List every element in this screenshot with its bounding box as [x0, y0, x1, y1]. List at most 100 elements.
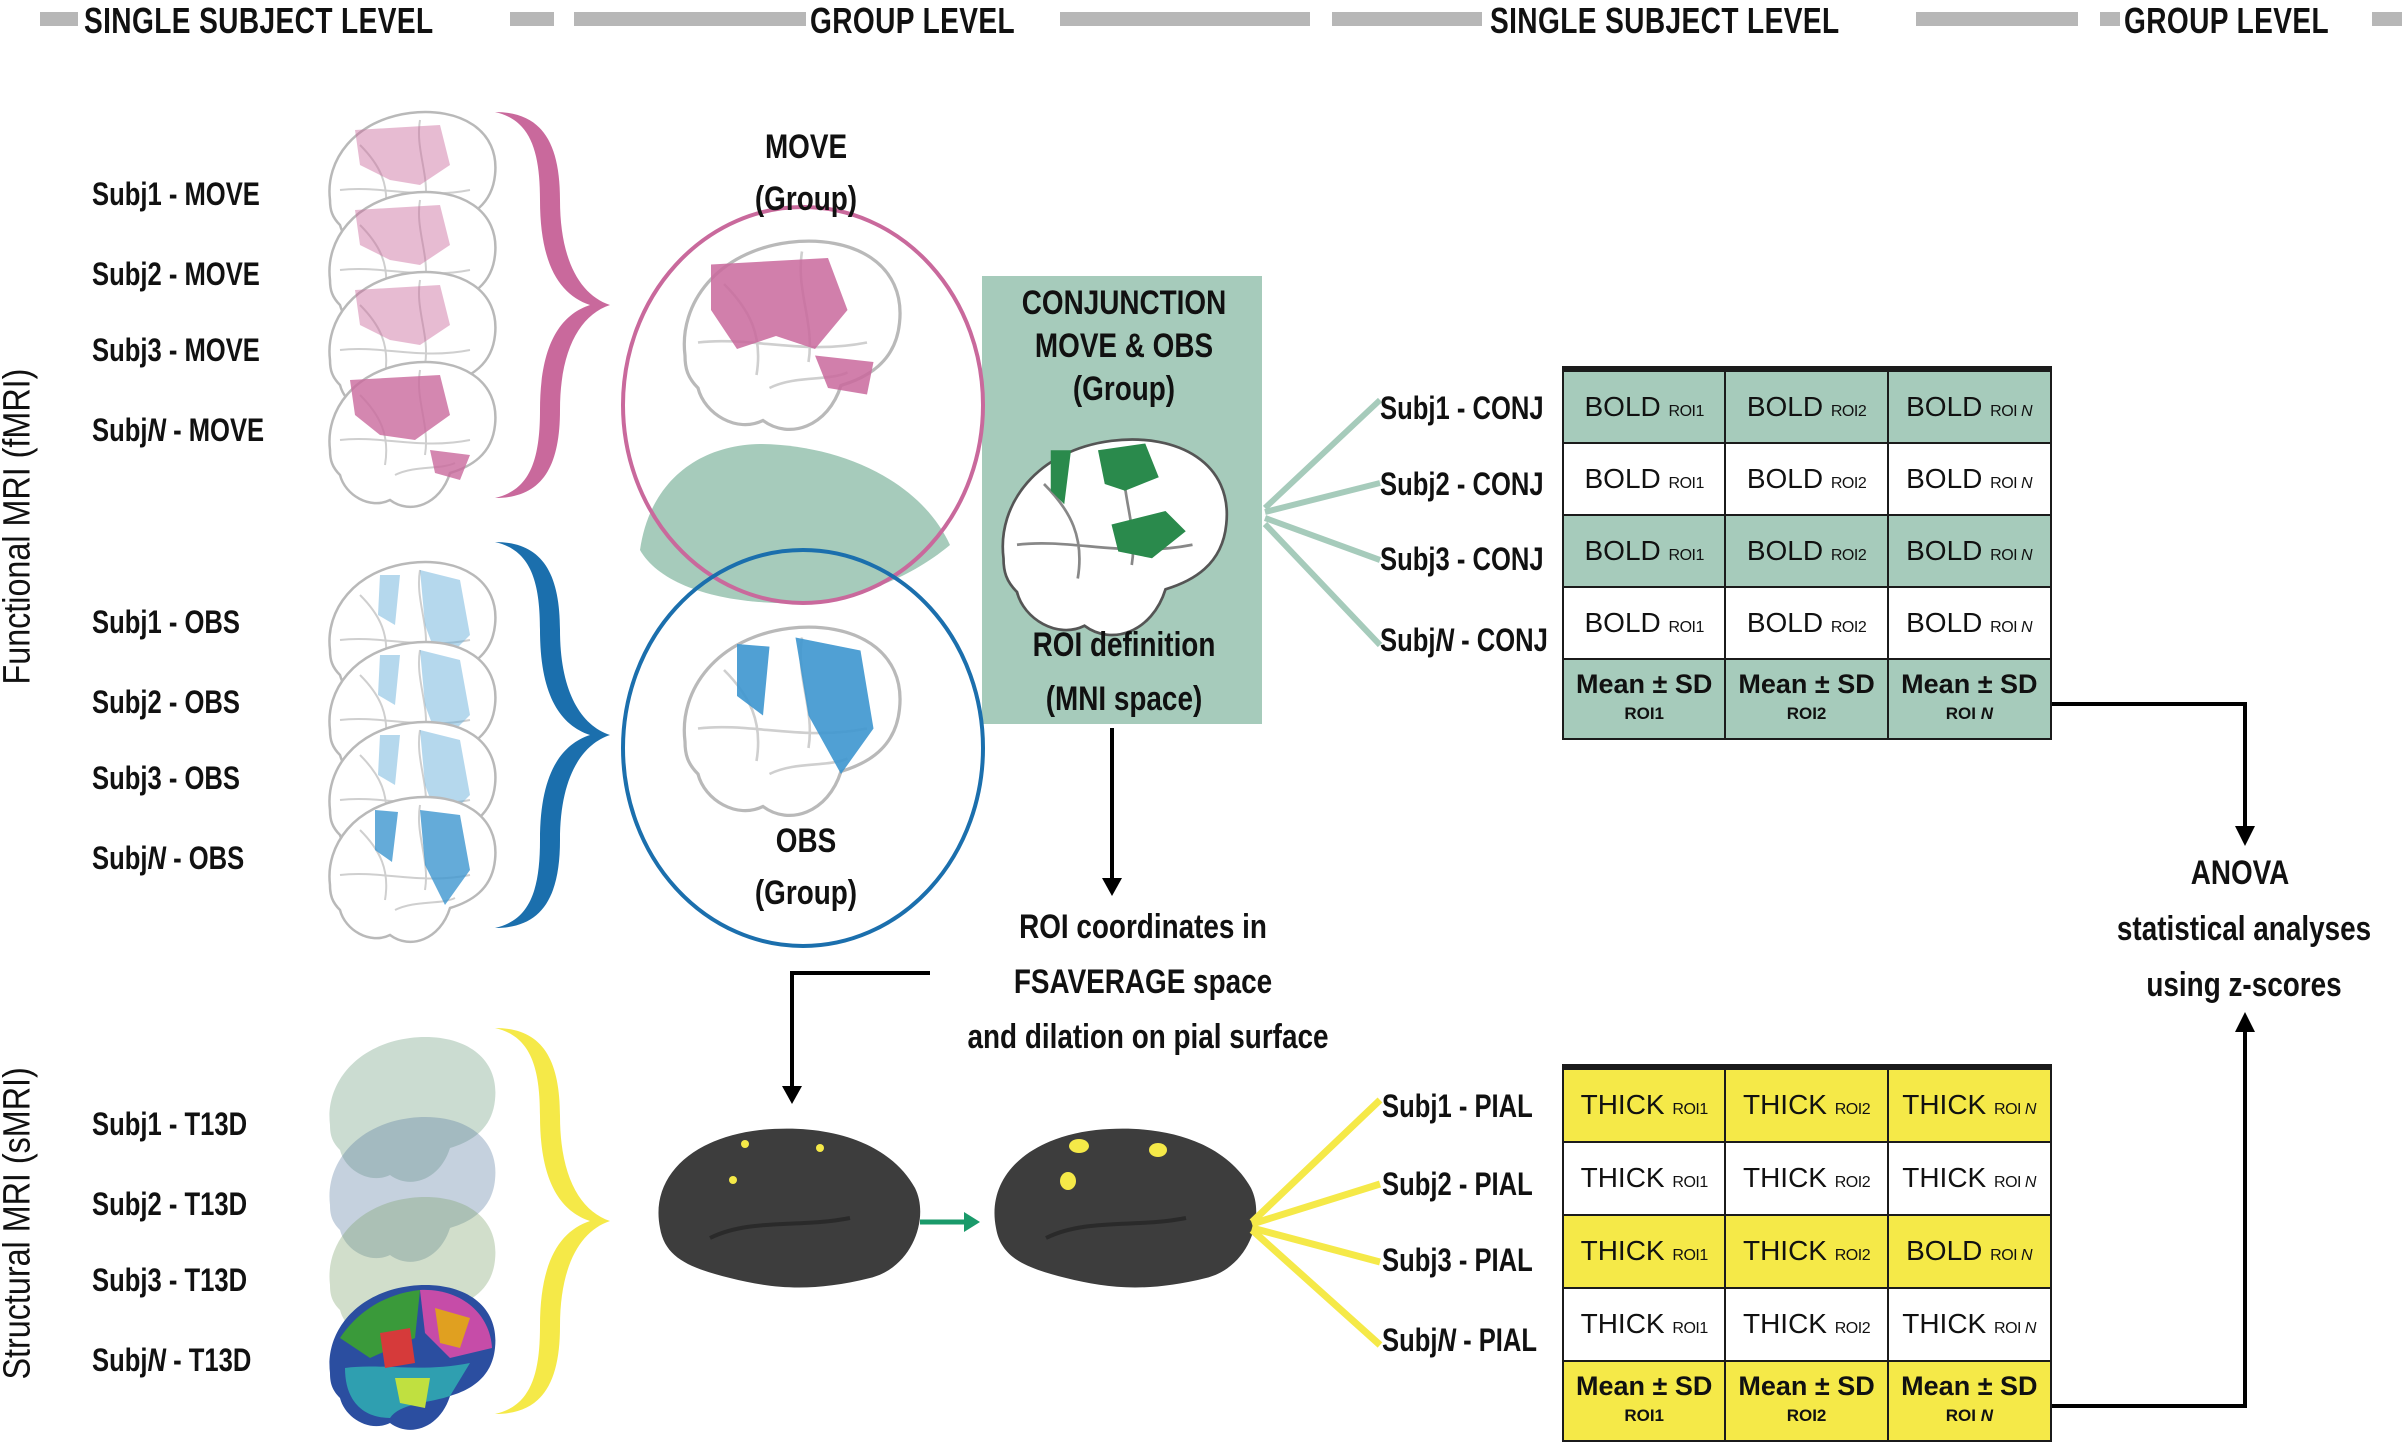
move-ellipse — [621, 205, 985, 605]
thick-cell: THICK ROI2 — [1724, 1287, 1889, 1362]
header-bar — [510, 12, 554, 26]
obs-subject-brains — [328, 560, 497, 944]
bold-cell: BOLD ROI2 — [1724, 442, 1889, 516]
group-move-subtitle: (Group) — [754, 180, 858, 218]
thick-cell: THICK ROI N — [1886, 1141, 2053, 1216]
bold-cell: BOLD ROI2 — [1724, 586, 1889, 660]
mni-space: (MNI space) — [1045, 680, 1203, 718]
conjunction-brain — [1001, 438, 1229, 637]
anova-line3: using z-scores — [2146, 966, 2342, 1004]
pial-subject-label: SubjN - PIAL — [1382, 1322, 1538, 1358]
t13d-subject-label: Subj1 - T13D — [92, 1106, 248, 1142]
t13d-subject-label: SubjN - T13D — [92, 1342, 252, 1378]
group-obs-title: OBS — [775, 822, 837, 860]
header-bar — [2100, 12, 2120, 26]
pial-subject-label: Subj3 - PIAL — [1382, 1242, 1533, 1278]
fsaverage-line3: and dilation on pial surface — [967, 1018, 1329, 1056]
header-bar — [1916, 12, 2078, 26]
conj-subject-label: Subj2 - CONJ — [1380, 466, 1544, 502]
bold-cell: BOLD ROI1 — [1561, 586, 1727, 660]
dilated-surface — [994, 1128, 1257, 1288]
obs-brace — [495, 542, 610, 928]
anova-line2: statistical analyses — [2116, 910, 2372, 948]
header-group-level-1: GROUP LEVEL — [810, 0, 1016, 41]
bold-cell: BOLD ROI N — [1886, 586, 2053, 660]
bold-cell: BOLD ROI N — [1886, 370, 2053, 444]
thick-table-topline — [1562, 1064, 2052, 1068]
bold-table-topline — [1562, 366, 2052, 370]
obs-subject-label: SubjN - OBS — [92, 840, 245, 876]
bold-cell: BOLD ROI1 — [1561, 514, 1727, 588]
bold-cell: BOLD ROI2 — [1724, 514, 1889, 588]
group-move-title: MOVE — [764, 128, 848, 166]
pial-subject-label: Subj1 - PIAL — [1382, 1088, 1533, 1124]
thick-cell: THICK ROI2 — [1724, 1214, 1889, 1289]
header-bar — [1332, 12, 1482, 26]
t13d-brace — [495, 1028, 610, 1414]
header-single-subject-level-2: SINGLE SUBJECT LEVEL — [1490, 0, 1840, 41]
obs-subject-label: Subj2 - OBS — [92, 684, 240, 720]
thick-cell: THICK ROI2 — [1724, 1141, 1889, 1216]
bold-cell: BOLD ROI N — [1886, 514, 2053, 588]
conj-subject-label: Subj3 - CONJ — [1380, 541, 1544, 577]
move-subject-brains — [328, 110, 497, 509]
conj-subject-label: Subj1 - CONJ — [1380, 390, 1544, 426]
move-subject-label: SubjN - MOVE — [92, 412, 265, 448]
header-single-subject-level-1: SINGLE SUBJECT LEVEL — [84, 0, 434, 41]
thick-cell: THICK ROI1 — [1561, 1141, 1727, 1216]
obs-ellipse — [621, 548, 985, 948]
move-subject-label: Subj2 - MOVE — [92, 256, 260, 292]
conjunction-group: (Group) — [1072, 370, 1176, 408]
header-bar — [574, 12, 806, 26]
thick-cell: THICK ROI1 — [1561, 1068, 1727, 1143]
t13d-subject-brains — [329, 1037, 496, 1430]
obs-subject-label: Subj1 - OBS — [92, 604, 240, 640]
thick-cell: THICK ROI N — [1886, 1068, 2053, 1143]
roi-definition: ROI definition — [1032, 626, 1216, 664]
group-obs-subtitle: (Group) — [754, 874, 858, 912]
header-bar — [2372, 12, 2402, 26]
ellipse-overlap — [640, 444, 950, 604]
t13d-subject-label: Subj3 - T13D — [92, 1262, 248, 1298]
header-bar — [40, 12, 78, 26]
arrow-to-fsaverage — [790, 971, 930, 1090]
fsaverage-surface — [658, 1128, 921, 1288]
fsaverage-line2: FSAVERAGE space — [1013, 963, 1273, 1001]
bold-cell: BOLD ROI N — [1886, 442, 2053, 516]
obs-subject-label: Subj3 - OBS — [92, 760, 240, 796]
conjunction-subtitle: MOVE & OBS — [1034, 327, 1214, 365]
fsaverage-line1: ROI coordinates in — [1019, 908, 1267, 946]
thick-cell: THICK ROI2 — [1724, 1068, 1889, 1143]
anova-title: ANOVA — [2190, 854, 2290, 892]
group-obs-brain — [682, 625, 902, 818]
header-bar — [1060, 12, 1310, 26]
conjunction-title: CONJUNCTION — [1021, 284, 1227, 322]
thick-cell: THICK ROI1 — [1561, 1287, 1727, 1362]
conj-fan-lines — [1262, 397, 1383, 648]
bold-cell: BOLD ROI1 — [1561, 442, 1727, 516]
conj-subject-label: SubjN - CONJ — [1380, 622, 1548, 658]
bold-cell: BOLD ROI2 — [1724, 370, 1889, 444]
pial-fan-lines — [1249, 1097, 1383, 1348]
thick-cell: THICK ROI1 — [1561, 1214, 1727, 1289]
arrow-thick-to-anova — [2052, 1030, 2247, 1408]
structural-mri-label: Structural MRI (sMRI) — [0, 1067, 39, 1380]
group-move-brain — [682, 239, 902, 432]
pial-subject-label: Subj2 - PIAL — [1382, 1166, 1533, 1202]
